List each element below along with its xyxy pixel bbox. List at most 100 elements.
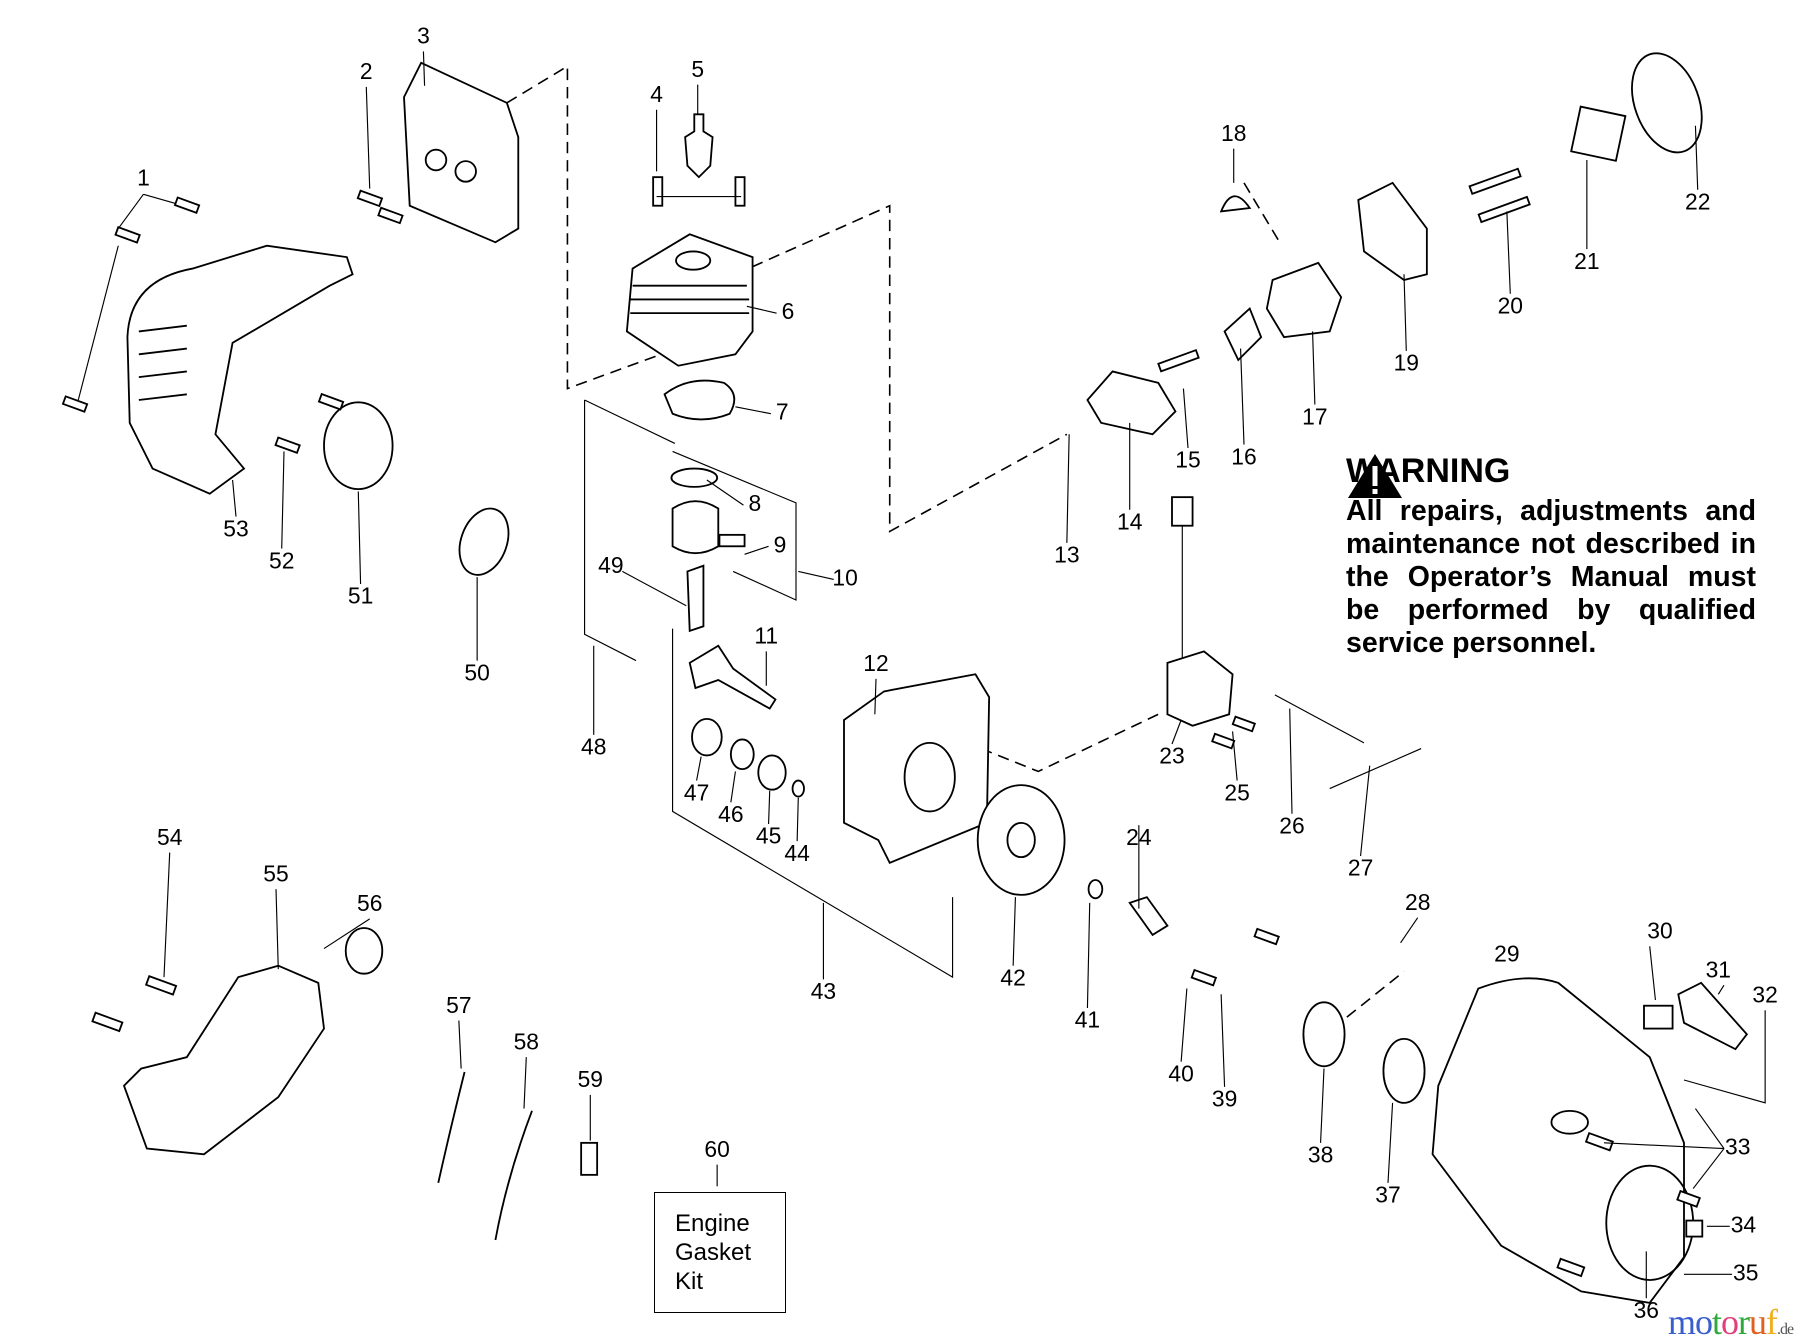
crankcase <box>843 673 991 865</box>
callout-25: 25 <box>1224 779 1249 805</box>
callout-14: 14 <box>1117 508 1143 534</box>
watermark-letter: t <box>1712 1302 1722 1342</box>
connecting-rod <box>686 564 705 633</box>
callout-2: 2 <box>360 58 373 84</box>
rewind-spring <box>1382 1037 1426 1104</box>
callout-3: 3 <box>417 23 430 49</box>
callout-21: 21 <box>1574 248 1599 274</box>
crankcase-bore <box>903 741 956 813</box>
group-bracket <box>584 399 676 662</box>
callout-23: 23 <box>1159 743 1184 769</box>
callout-56: 56 <box>357 890 382 916</box>
assembly-line <box>980 713 1159 773</box>
callout-47: 47 <box>684 779 709 805</box>
callout-41: 41 <box>1075 1007 1100 1033</box>
spark-plug-boot <box>1171 496 1194 527</box>
watermark-letter: f <box>1766 1302 1778 1342</box>
callout-60: 60 <box>704 1136 729 1162</box>
group-bracket <box>672 628 954 979</box>
spark-plug <box>684 113 714 179</box>
ground-wire <box>1274 694 1422 790</box>
callout-55: 55 <box>263 860 288 886</box>
housing-hole <box>1550 1109 1589 1135</box>
callout-13: 13 <box>1054 542 1079 568</box>
o-ring <box>458 507 510 576</box>
screws <box>61 167 1704 1278</box>
callout-34: 34 <box>1731 1211 1757 1237</box>
clutch-nut <box>344 927 384 975</box>
callout-51: 51 <box>348 583 373 609</box>
assembly-line <box>1243 182 1405 1018</box>
warning-triangle-icon <box>1348 454 1402 498</box>
kit-line: Engine <box>675 1210 750 1237</box>
callout-50: 50 <box>464 659 489 685</box>
watermark-letter: r <box>1738 1302 1750 1342</box>
callout-9: 9 <box>774 531 787 557</box>
callout-37: 37 <box>1375 1182 1400 1208</box>
callout-15: 15 <box>1175 447 1200 473</box>
callout-39: 39 <box>1212 1086 1237 1112</box>
cover-hole <box>424 148 448 172</box>
bearing <box>757 754 787 791</box>
kit-line: Gasket <box>675 1239 752 1266</box>
callout-58: 58 <box>514 1028 539 1054</box>
callout-19: 19 <box>1394 350 1419 376</box>
callout-12: 12 <box>863 650 888 676</box>
watermark-logo: motoruf.de <box>1668 1302 1794 1344</box>
callout-8: 8 <box>748 490 761 516</box>
watermark-letter: o <box>1721 1302 1739 1342</box>
bearing <box>691 717 723 757</box>
leader-lines <box>77 51 1766 1299</box>
callout-4: 4 <box>650 81 663 107</box>
kit-line: Kit <box>675 1268 704 1295</box>
cover-hole <box>454 160 477 183</box>
switch <box>1643 1004 1674 1030</box>
cylinder-shroud <box>126 244 354 495</box>
callout-11: 11 <box>754 623 778 649</box>
callout-30: 30 <box>1647 918 1672 944</box>
callout-29: 29 <box>1494 940 1519 966</box>
fuel-filter <box>580 1141 599 1176</box>
callout-27: 27 <box>1348 855 1373 881</box>
clutch-drum <box>323 401 394 491</box>
callout-31: 31 <box>1706 956 1731 982</box>
watermark-letter: u <box>1749 1302 1767 1342</box>
callout-49: 49 <box>598 552 623 578</box>
warning-text: All repairs, adjustments and maintenance… <box>1346 495 1756 659</box>
watermark-letter: m <box>1668 1302 1696 1342</box>
carburetor-gasket <box>1223 307 1263 362</box>
callout-32: 32 <box>1752 982 1777 1008</box>
cylinder-fins <box>630 284 750 315</box>
callout-42: 42 <box>1000 964 1025 990</box>
air-filter <box>1570 105 1627 162</box>
ignition-module <box>1166 650 1234 727</box>
cylinder-bore <box>675 250 712 271</box>
callout-52: 52 <box>269 547 294 573</box>
air-filter-cover <box>1631 52 1703 154</box>
flywheel-hub <box>1006 821 1036 859</box>
callout-33: 33 <box>1725 1134 1750 1160</box>
air-filter-base <box>1357 181 1428 281</box>
crankshaft <box>688 644 777 710</box>
callout-53: 53 <box>223 515 248 541</box>
flywheel-nut <box>1128 896 1169 937</box>
carburetor <box>1265 261 1343 339</box>
callout-44: 44 <box>784 840 810 866</box>
callout-16: 16 <box>1231 443 1256 469</box>
callout-22: 22 <box>1685 188 1710 214</box>
air-filter-cover <box>403 61 520 244</box>
callout-6: 6 <box>782 298 795 324</box>
callout-18: 18 <box>1221 120 1246 146</box>
callout-26: 26 <box>1279 812 1304 838</box>
piston <box>671 500 720 555</box>
callout-17: 17 <box>1302 403 1327 429</box>
callout-36: 36 <box>1634 1297 1659 1323</box>
washer <box>1087 879 1104 900</box>
intake-adapter <box>1086 370 1177 436</box>
callout-28: 28 <box>1405 889 1430 915</box>
gasket-kit-box: Engine Gasket Kit <box>654 1192 786 1313</box>
callout-10: 10 <box>832 564 857 590</box>
flywheel <box>976 784 1066 896</box>
callout-7: 7 <box>776 399 789 425</box>
